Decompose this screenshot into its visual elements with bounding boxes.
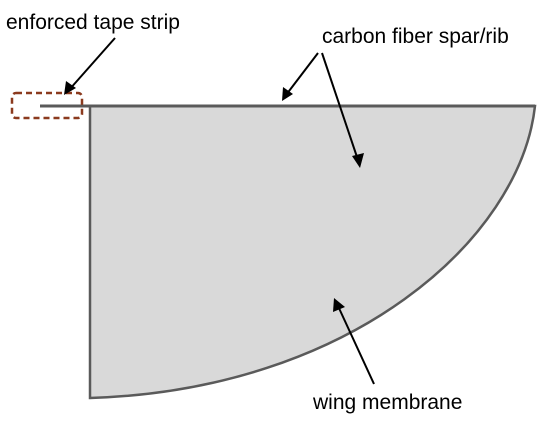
membrane-label: wing membrane <box>312 391 462 414</box>
tape-strip-arrow <box>68 37 116 91</box>
rib-arrow <box>321 52 359 161</box>
wing-membrane-shape <box>88 104 537 400</box>
tape-strip-arrowhead <box>64 81 76 95</box>
membrane-arrow <box>337 305 375 385</box>
spar-rib-label: carbon fiber spar/rib <box>322 25 509 48</box>
tape-strip-box <box>10 91 84 120</box>
tape-strip-label: enforced tape strip <box>6 11 180 34</box>
spar-arrowhead <box>282 87 293 101</box>
rib-arrowhead <box>352 153 364 168</box>
membrane-arrowhead <box>333 298 345 312</box>
spar-arrow <box>285 52 319 96</box>
